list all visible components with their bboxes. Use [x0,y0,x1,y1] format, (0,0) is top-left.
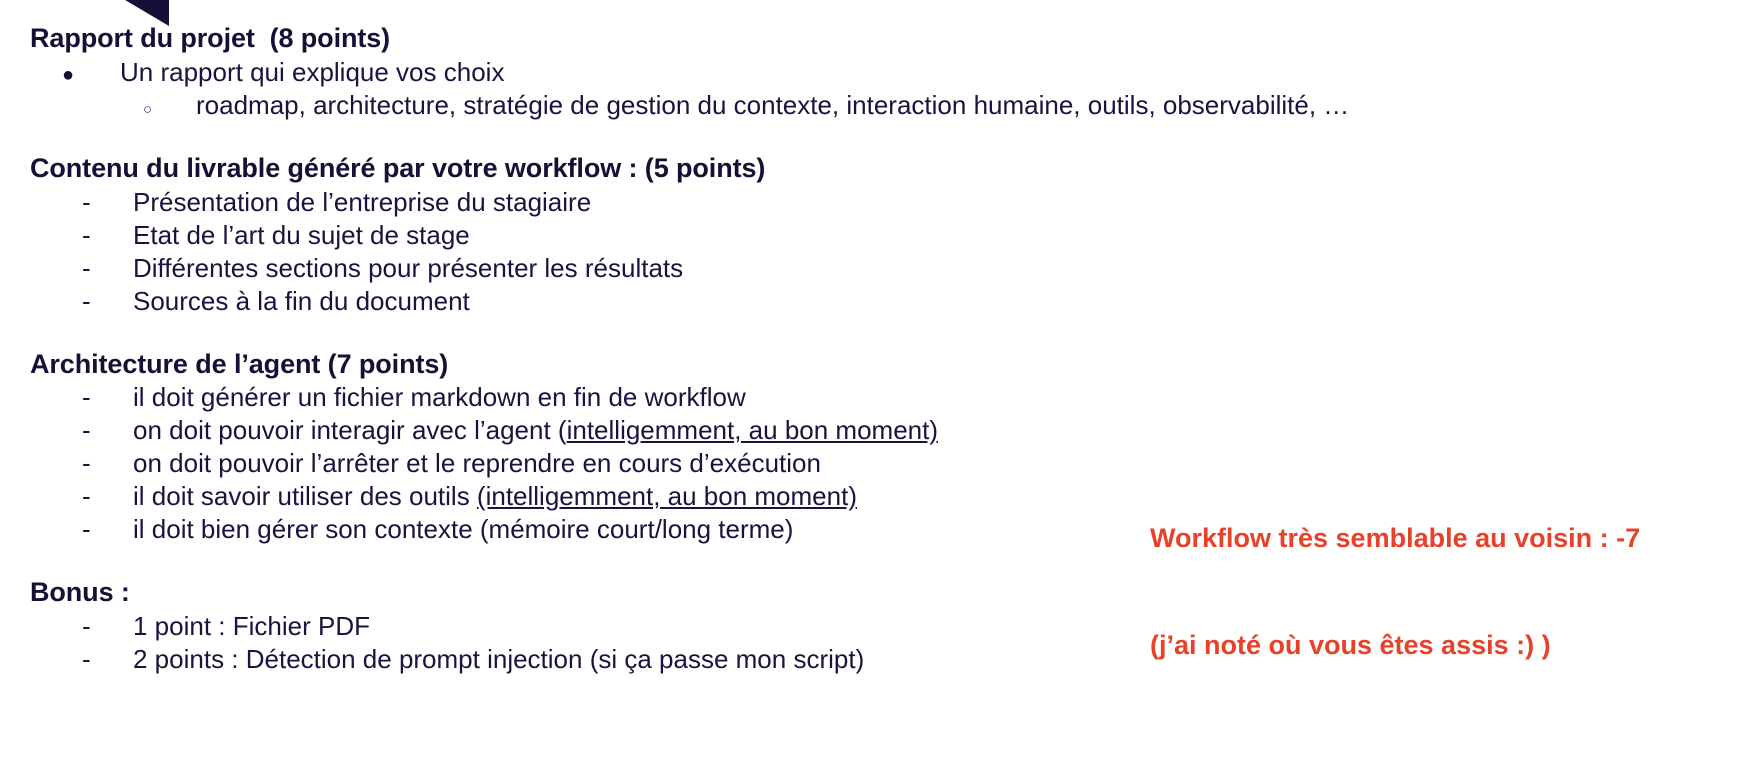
section-spacer [30,122,1450,152]
list-item: - Sources à la fin du document [30,285,1450,318]
dash-bullet-icon: - [82,219,91,250]
dash-bullet-icon: - [82,481,91,512]
section-heading: Bonus : [30,577,130,608]
list-item-label: Sources à la fin du document [133,285,470,316]
bullet-list: - Présentation de l’entreprise du stagia… [30,186,1450,318]
list-item-label: on doit pouvoir interagir avec l’agent ( [133,415,567,446]
section-heading: Contenu du livrable généré par votre wor… [30,152,766,183]
bullet-list: - il doit générer un fichier markdown en… [30,381,1450,546]
list-item-label: Un rapport qui explique vos choix [120,56,505,87]
list-item-label: roadmap, architecture, stratégie de gest… [196,89,1350,120]
list-item-label: 2 points : Détection de prompt injection… [133,644,865,675]
list-item-label: Présentation de l’entreprise du stagiair… [133,186,592,217]
annotation-penalty-note: Workflow très semblable au voisin : -7 (… [1150,450,1710,735]
list-item-label: Différentes sections pour présenter les … [133,252,684,283]
section-heading: Rapport du projet (8 points) [30,23,391,53]
list-item: - Etat de l’art du sujet de stage [30,219,1450,252]
list-item-emphasis: intelligemment, au bon moment) [566,415,938,446]
list-item: - il doit générer un fichier markdown en… [30,381,1450,414]
bullet-list: ● Un rapport qui explique vos choix ○ ro… [30,56,1450,122]
list-item: - il doit savoir utiliser des outils (in… [30,480,1450,513]
section-architecture: Architecture de l’agent (7 points) - il … [30,348,1450,547]
section-bonus: Bonus : - 1 point : Fichier PDF - 2 poin… [30,576,1450,676]
list-item: ○ roadmap, architecture, stratégie de ge… [30,89,1450,122]
list-item: ● Un rapport qui explique vos choix [30,56,1450,89]
list-item: - on doit pouvoir interagir avec l’agent… [30,414,1450,447]
dash-bullet-icon: - [82,644,91,675]
list-item-label: il doit bien gérer son contexte (mémoire… [133,514,794,545]
dash-bullet-icon: - [82,415,91,446]
dash-bullet-icon: - [82,382,91,413]
dash-bullet-icon: - [82,448,91,479]
annotation-line-2: (j’ai noté où vous êtes assis :) ) [1150,630,1551,661]
list-item: - Présentation de l’entreprise du stagia… [30,186,1450,219]
list-item: - Différentes sections pour présenter le… [30,252,1450,285]
list-item-label: il doit générer un fichier markdown en f… [133,382,746,413]
triangle-corner-icon [125,0,169,26]
list-item: - on doit pouvoir l’arrêter et le repren… [30,447,1450,480]
dash-bullet-icon: - [82,252,91,283]
section-contenu: Contenu du livrable généré par votre wor… [30,152,1450,318]
list-item: - il doit bien gérer son contexte (mémoi… [30,513,1450,546]
filled-bullet-icon: ● [62,63,75,86]
dash-bullet-icon: - [82,611,91,642]
section-heading: Architecture de l’agent (7 points) [30,348,449,379]
section-rapport: Rapport du projet (8 points) ● Un rappor… [30,22,1450,122]
list-item-label: 1 point : Fichier PDF [133,611,370,642]
slide-content-column: Rapport du projet (8 points) ● Un rappor… [30,22,1450,676]
dash-bullet-icon: - [82,514,91,545]
list-item-label: Etat de l’art du sujet de stage [133,219,470,250]
dash-bullet-icon: - [82,285,91,316]
section-spacer [30,318,1450,348]
list-item: - 1 point : Fichier PDF [30,610,1450,643]
list-item-emphasis: (intelligemment, au bon moment) [476,481,857,512]
list-item-label: il doit savoir utiliser des outils [133,481,477,512]
bullet-list: - 1 point : Fichier PDF - 2 points : Dét… [30,610,1450,676]
list-item: - 2 points : Détection de prompt injecti… [30,643,1450,676]
annotation-line-1: Workflow très semblable au voisin : -7 [1150,523,1641,554]
list-item-label: on doit pouvoir l’arrêter et le reprendr… [133,448,821,479]
hollow-bullet-icon: ○ [143,100,153,118]
dash-bullet-icon: - [82,186,91,217]
